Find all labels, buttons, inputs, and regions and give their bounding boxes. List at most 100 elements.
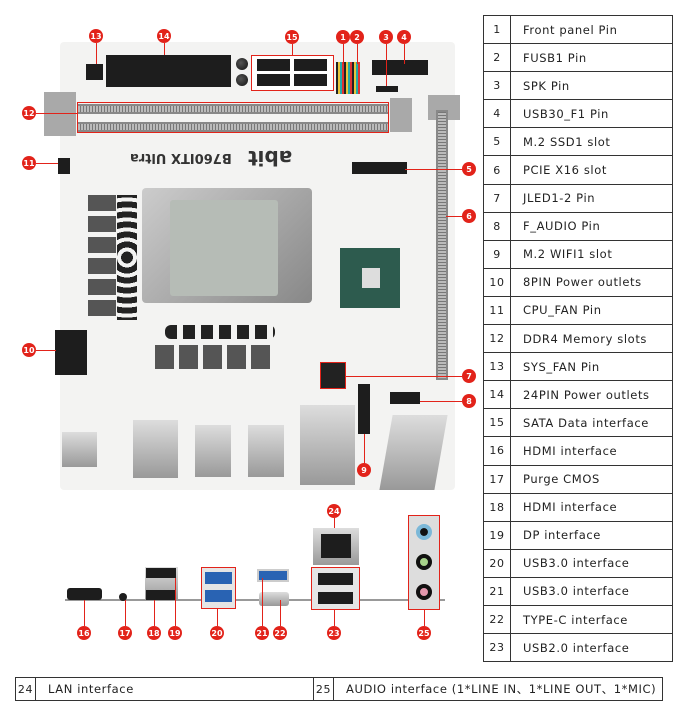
- vrm-chokes: [88, 195, 116, 320]
- f-audio-header: [390, 392, 420, 404]
- usb30-header: [372, 60, 428, 75]
- legend-number: 13: [483, 352, 511, 382]
- io-hdmi-port: [67, 588, 102, 600]
- callout-9: 9: [357, 463, 371, 477]
- legend-number: 15: [483, 408, 511, 438]
- sys-fan-header: [86, 64, 103, 80]
- io-dp-hdmi-top: [133, 420, 178, 478]
- io-usb30-port-single: [257, 569, 289, 582]
- legend-label: Front panel Pin: [510, 14, 673, 45]
- callout-13: 13: [89, 29, 103, 43]
- capacitor: [236, 74, 248, 86]
- legend-number: 5: [483, 127, 511, 157]
- io-usb20-stack: [311, 567, 360, 610]
- callout-22: 22: [273, 626, 287, 640]
- leader-line-24: [334, 518, 335, 528]
- leader-line-9: [364, 434, 365, 464]
- legend-number: 20: [483, 548, 511, 578]
- callout-24: 24: [327, 504, 341, 518]
- legend-label: USB3.0 interface: [510, 548, 673, 578]
- legend-label: DP interface: [510, 520, 673, 550]
- leader-line-7: [346, 376, 462, 377]
- leader-line-8: [420, 401, 462, 402]
- socket-cover: [170, 200, 278, 296]
- leader-line-15: [292, 44, 293, 55]
- callout-8: 8: [462, 394, 476, 408]
- legend-number: 16: [483, 436, 511, 466]
- callout-14: 14: [157, 29, 171, 43]
- leader-line-11: [36, 163, 58, 164]
- jled-header: [320, 362, 346, 389]
- atx-24pin-connector: [106, 55, 231, 87]
- legend-label: HDMI interface: [510, 436, 673, 466]
- legend-number: 1: [483, 14, 511, 45]
- legend-number: 22: [483, 604, 511, 635]
- legend-label: M.2 SSD1 slot: [510, 127, 673, 157]
- leader-line-16: [84, 600, 85, 626]
- legend-number: 8: [483, 211, 511, 241]
- io-lan-top: [300, 405, 355, 485]
- cpu-fan-header: [58, 158, 70, 174]
- callout-17: 17: [118, 626, 132, 640]
- callout-18: 18: [147, 626, 161, 640]
- legend-label: SATA Data interface: [510, 408, 673, 438]
- legend-number: 3: [483, 71, 511, 101]
- capacitor: [236, 58, 248, 70]
- io-dp-port: [146, 568, 176, 578]
- legend-label: SYS_FAN Pin: [510, 352, 673, 382]
- vrm-chokes-bottom: [155, 345, 270, 369]
- leader-line-18: [154, 600, 155, 626]
- bottom-legend-table: 24 LAN interface 25 AUDIO interface (1*L…: [15, 677, 663, 701]
- vrm-caps-bottom: [165, 325, 275, 339]
- callout-20: 20: [210, 626, 224, 640]
- legend-label: JLED1-2 Pin: [510, 183, 673, 213]
- callout-4: 4: [397, 30, 411, 44]
- io-lan-jack: [321, 534, 351, 558]
- pcie-x16-slot: [436, 110, 448, 380]
- io-audio-jacks: [408, 515, 440, 610]
- io-clear-cmos-button: [119, 593, 127, 601]
- leader-line-4: [404, 44, 405, 64]
- callout-10: 10: [22, 343, 36, 357]
- leader-line-1: [343, 44, 344, 64]
- legend-label: DDR4 Memory slots: [510, 324, 673, 354]
- io-usb30-stack: [201, 567, 236, 609]
- legend-number: 23: [483, 633, 511, 663]
- legend-label: USB2.0 interface: [510, 633, 673, 663]
- io-usb-top-2: [248, 425, 284, 477]
- callout-25: 25: [417, 626, 431, 640]
- front-panel-header: [336, 62, 360, 94]
- legend-label: AUDIO interface (1*LINE IN、1*LINE OUT、1*…: [333, 677, 663, 701]
- chipset-die: [362, 268, 380, 288]
- leader-line-19: [175, 578, 176, 626]
- m2-ssd-slot: [352, 162, 407, 174]
- leader-line-6: [446, 216, 463, 217]
- sata-ports: [251, 55, 334, 91]
- legend-label: M.2 WIFI1 slot: [510, 239, 673, 269]
- legend-number: 18: [483, 492, 511, 522]
- leader-line-25: [424, 610, 425, 626]
- spk-header: [376, 86, 398, 92]
- legend-number: 24: [15, 677, 36, 701]
- m2-wifi-slot: [358, 384, 370, 434]
- io-panel-baseline: [65, 599, 445, 601]
- leader-line-10: [36, 350, 56, 351]
- leader-line-13: [96, 43, 97, 64]
- legend-label: USB30_F1 Pin: [510, 99, 673, 129]
- callout-1: 1: [336, 30, 350, 44]
